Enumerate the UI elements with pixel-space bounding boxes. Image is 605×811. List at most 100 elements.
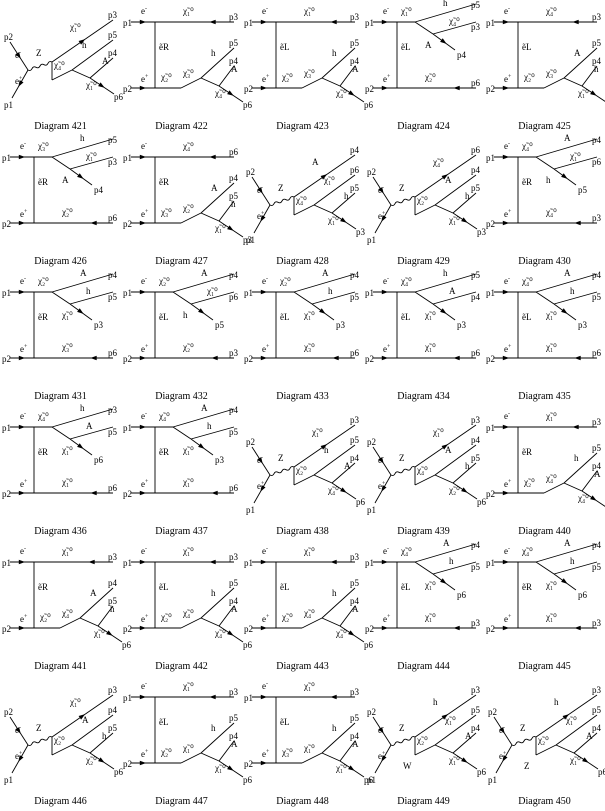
fermion-arrow <box>139 220 147 226</box>
diagram-caption: Diagram 447 <box>155 796 208 807</box>
neutralino-line <box>301 77 323 89</box>
momentum-label: p6 <box>350 348 360 358</box>
outgoing-line <box>414 3 477 23</box>
outgoing-line <box>535 273 598 293</box>
particle-label: A <box>574 48 581 58</box>
momentum-label: p2 <box>486 84 495 94</box>
momentum-label: p4 <box>229 56 239 66</box>
momentum-label: p1 <box>365 18 374 28</box>
electron-label: e- <box>141 6 147 16</box>
fermion-arrow <box>227 630 234 636</box>
boson-label: Z <box>36 723 42 733</box>
outgoing-line <box>434 174 477 206</box>
momentum-label: p2 <box>244 624 253 634</box>
electron-label: e- <box>141 681 147 691</box>
diagram-caption: Diagram 431 <box>34 391 87 402</box>
momentum-label: p4 <box>471 292 481 302</box>
neutralino-line <box>51 69 73 81</box>
fermion-arrow <box>453 625 460 631</box>
particle-label: χ̃₁⁰ <box>545 342 557 352</box>
momentum-label: p2 <box>246 167 255 177</box>
fermion-arrow <box>461 757 468 763</box>
neutralino-label: χ̃₃⁰ <box>545 68 557 78</box>
momentum-label: p3 <box>356 227 366 237</box>
fermion-arrow <box>441 444 449 450</box>
fermion-arrow <box>330 559 337 565</box>
fermion-arrow <box>209 154 216 160</box>
momentum-label: p3 <box>229 687 239 697</box>
neutralino-line <box>434 204 454 214</box>
particle-label: h <box>332 723 337 733</box>
particle-label: χ̃₂⁰ <box>424 72 436 82</box>
particle-label: χ̃₁⁰ <box>206 286 218 296</box>
particle-label: h <box>344 191 349 201</box>
particle-label: χ̃₁⁰ <box>545 310 557 320</box>
neutralino-label: χ̃₂⁰ <box>281 72 293 82</box>
momentum-label: p4 <box>350 56 360 66</box>
fermion-arrow <box>453 85 460 91</box>
propagator-label: ẽL <box>401 582 411 592</box>
momentum-label: p3 <box>108 157 118 167</box>
diagram-caption: Diagram 424 <box>397 121 450 132</box>
diagram-caption: Diagram 449 <box>397 796 450 807</box>
fermion-arrow <box>209 559 216 565</box>
electron-label: e- <box>141 276 147 286</box>
fermion-arrow <box>260 760 268 766</box>
neutralino-line <box>180 617 202 629</box>
momentum-label: p4 <box>592 135 602 145</box>
outgoing-line <box>563 452 598 484</box>
momentum-label: p2 <box>365 624 374 634</box>
fermion-arrow <box>378 187 384 194</box>
propagator-label: ẽR <box>522 177 532 187</box>
momentum-label: p3 <box>229 12 239 22</box>
momentum-label: p4 <box>592 540 602 550</box>
momentum-label: p5 <box>471 705 481 715</box>
outgoing-line <box>555 714 598 746</box>
momentum-label: p4 <box>471 435 481 445</box>
propagator-label: ẽL <box>280 582 290 592</box>
momentum-label: p4 <box>108 48 118 58</box>
momentum-label: p3 <box>471 618 481 628</box>
momentum-label: p5 <box>108 292 118 302</box>
momentum-label: p4 <box>108 270 118 280</box>
fermion-arrow <box>139 85 147 91</box>
fermion-arrow <box>18 755 24 762</box>
particle-label: h <box>465 191 470 201</box>
particle-label: A <box>201 268 208 278</box>
momentum-label: p4 <box>471 540 481 550</box>
diagram-cell: p1p2ẽLe-e+χ̃₄⁰p3χ̃₂⁰χ̃₃⁰Ap5hp4χ̃₁⁰p6Diag… <box>484 0 605 135</box>
outgoing-line <box>51 273 114 293</box>
diagram-caption: Diagram 436 <box>34 526 87 537</box>
momentum-label: p5 <box>471 562 481 572</box>
particle-label: χ̃₁⁰ <box>323 175 335 185</box>
neutralino-line <box>313 204 333 214</box>
momentum-label: p4 <box>350 145 360 155</box>
neutralino-line <box>321 77 341 87</box>
momentum-label: p6 <box>598 767 605 777</box>
neutralino-label: χ̃₄⁰ <box>521 276 533 286</box>
positron-label: e+ <box>383 74 391 84</box>
electron-label: e- <box>141 411 147 421</box>
fermion-arrow <box>18 625 26 631</box>
neutralino-line <box>414 744 436 756</box>
momentum-label: p2 <box>365 84 374 94</box>
neutralino-label: χ̃₄⁰ <box>61 608 73 618</box>
electron-label: e- <box>504 411 510 421</box>
particle-label: χ̃₁⁰ <box>303 310 315 320</box>
outgoing-line <box>581 65 598 87</box>
particle-label: χ̃₄⁰ <box>545 6 557 16</box>
particle-label: χ̃₂⁰ <box>182 342 194 352</box>
neutralino-line <box>200 77 220 87</box>
momentum-label: p5 <box>471 270 481 280</box>
fermion-arrow <box>348 765 355 771</box>
momentum-label: p1 <box>486 558 495 568</box>
positron-label: e+ <box>15 751 23 761</box>
particle-label: χ̃₃⁰ <box>303 342 315 352</box>
outgoing-line <box>339 605 356 627</box>
